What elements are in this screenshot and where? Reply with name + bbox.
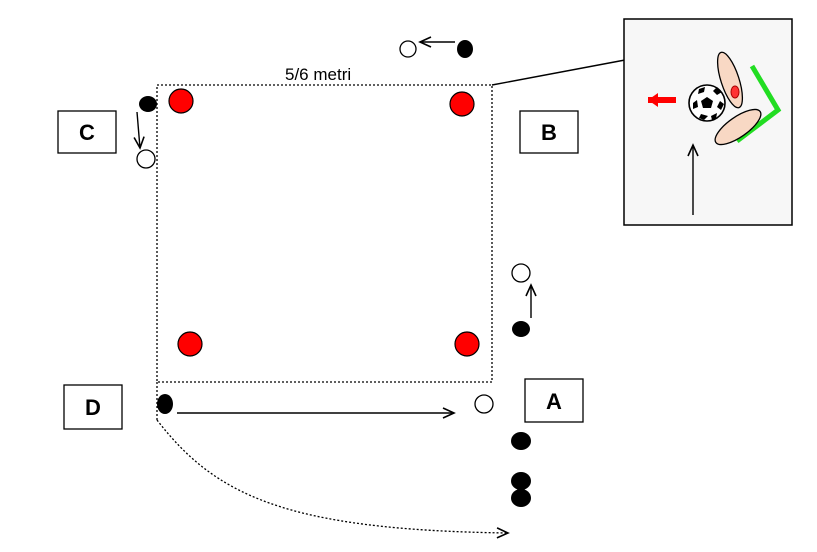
player-icon xyxy=(511,489,531,507)
cone-icon xyxy=(454,331,480,357)
player-icon xyxy=(511,472,531,490)
player-icon xyxy=(139,96,157,112)
player-position-icon xyxy=(511,263,531,283)
player-icon xyxy=(511,432,531,450)
station-d-label: D xyxy=(85,395,101,420)
cone-icon xyxy=(449,91,475,117)
player-position-icon xyxy=(136,149,156,169)
player-icon xyxy=(512,321,530,337)
goal-frame-icon xyxy=(735,64,782,143)
foot-icon xyxy=(714,108,762,146)
player-position-icon xyxy=(474,394,494,414)
station-b: B xyxy=(519,110,579,154)
cone-icon xyxy=(177,331,203,357)
soccer-ball-icon xyxy=(688,84,726,122)
cone-icon xyxy=(168,88,194,114)
station-d: D xyxy=(63,384,123,430)
station-c: C xyxy=(57,110,117,154)
player-icon xyxy=(157,394,173,414)
station-c-label: C xyxy=(79,120,95,145)
arrow-icon xyxy=(133,111,145,150)
run-path-arrow-icon xyxy=(156,419,510,539)
station-b-label: B xyxy=(541,120,557,145)
technique-inset xyxy=(623,18,793,226)
player-position-icon xyxy=(399,40,417,58)
inset-connector-line xyxy=(491,59,626,86)
player-icon xyxy=(457,40,473,58)
station-a: A xyxy=(524,378,584,423)
station-a-label: A xyxy=(546,389,562,414)
field-outline xyxy=(156,84,493,383)
foot-marker-icon xyxy=(730,85,740,99)
distance-label: 5/6 metri xyxy=(285,65,351,84)
